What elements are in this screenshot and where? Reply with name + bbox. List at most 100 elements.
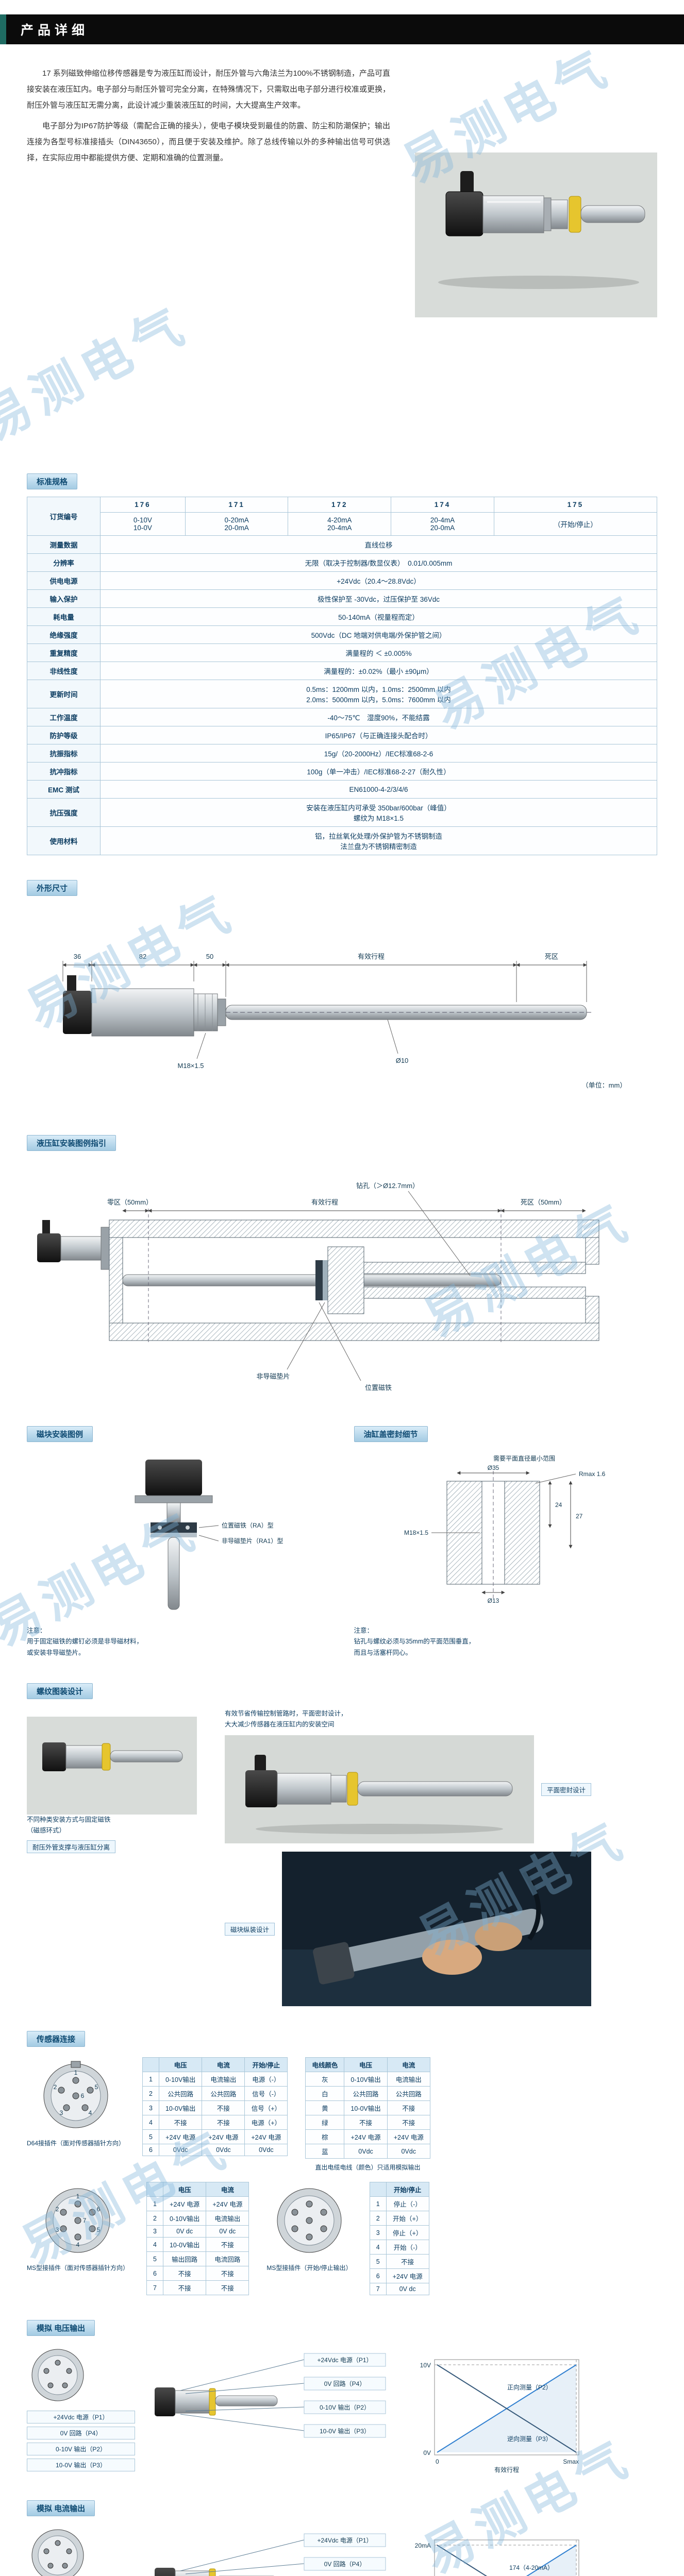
dimensions-section: 外形尺寸 36 82 50 (27, 880, 657, 1110)
pin-number: 4 (89, 2109, 92, 2116)
spec-row: 抗振指标 15g/（20-2000Hz）/IEC标准68-2-6 (27, 744, 657, 762)
dim-50: 50 (206, 953, 213, 960)
thread-section: 螺纹图装设计 不同种类安装方式与固定磁铁 （磁感环式） 耐压外管支撑与液压缸分离… (27, 1683, 657, 2007)
voltage-pinout: +24Vdc 电源（P1）0V 回路（P4）0-10V 输出（P2）10-0V … (27, 2344, 135, 2475)
pin-number: 2 (56, 2206, 59, 2213)
cable-color-block: 电线颜色 电压 电流 灰 0-10V输出 电流输出 (305, 2057, 430, 2172)
cap-dim-m18: M18×1.5 (404, 1529, 428, 1536)
cap-note: 注意： 钻孔与螺纹必须与35mm的平面范围垂直， 而且与活塞杆同心。 (354, 1627, 475, 1656)
spec-value-cell: +24Vdc（20.4～28.8Vdc） (100, 571, 657, 590)
pin-cell: 4 (142, 2115, 159, 2130)
wire-label: +24Vdc 电源（P1） (27, 2411, 135, 2424)
x-axis-label: 有效行程 (494, 2466, 519, 2473)
col-header: 电压 (344, 2057, 388, 2073)
spec-label-cell: 输入保护 (27, 589, 101, 608)
spec-label-cell: 耗电量 (27, 607, 101, 626)
voltage-cell: +24V 电源 (344, 2129, 388, 2145)
dim-rod: Ø10 (396, 1057, 409, 1064)
voltage-cell: 不接 (158, 2115, 203, 2130)
current-output-section: 模拟 电流输出 +24Vdc 电源（P1）0V 回路（P4）电流输出（P2）电流… (27, 2500, 657, 2576)
spec-label-cell: 重复精度 (27, 643, 101, 662)
pin-number: 3 (60, 2109, 63, 2116)
current-cell: 0V dc (206, 2225, 249, 2238)
connection-table-2: 电线颜色 电压 电流 灰 0-10V输出 电流输出 (305, 2057, 430, 2159)
spec-row: 工作温度 -40～75℃ 湿度90%，不能结露 (27, 708, 657, 726)
spec-label-cell: 工作温度 (27, 708, 101, 726)
cap-dim-rmax: Rmax 1.6 (579, 1470, 606, 1478)
table-row: 3 0V dc 0V dc (146, 2225, 249, 2238)
spec-models-signal-row: 0-10V 10-0V 0-20mA 20-0mA 4-20mA 20-4mA … (27, 512, 658, 536)
voltage-output-chart: 10V 0V 0 Smax 有效行程 正向测量（P2） 逆向测量（P3） (420, 2359, 579, 2473)
spec-value-cell: 500Vdc（DC 地端对供电端/外保护管之间） (100, 625, 657, 644)
spec-value-cell: 直线位移 (100, 535, 657, 554)
connection-table-3: 电压 电流 1 +24V 电源 +24V 电源 2 (146, 2182, 249, 2296)
thread-note-left: 不同种类安装方式与固定磁铁 （磁感环式） (27, 1816, 111, 1834)
table-row: 7 不接 不接 (146, 2280, 249, 2296)
intro-section: 17 系列磁致伸缩位移传感器是专为液压缸而设计，耐压外管与六角法兰为100%不锈… (27, 66, 657, 319)
spec-label-cell: EMC 测试 (27, 780, 101, 799)
model-code-cell: 175 (493, 497, 658, 513)
voltage-cell: 0-10V输出 (344, 2072, 388, 2087)
col-header: 电流 (206, 2182, 249, 2197)
dimensions-drawing: 36 82 50 有效行程 死区 M18×1.5 Ø10 （单位：mm） (62, 953, 627, 1089)
spec-row: 更新时间 0.5ms：1200mm 以内，1.0ms：2500mm 以内 2.0… (27, 680, 657, 708)
spec-label-cell: 使用材料 (27, 826, 101, 855)
spec-value-cell: 100g（单一冲击）/IEC标准68-2-27（耐久性） (100, 762, 657, 781)
table-row: 5 不接 (369, 2254, 429, 2269)
specs-section-tag: 标准规格 (27, 473, 78, 489)
y-axis-bottom: 0V (423, 2449, 431, 2456)
connector-d64: 1 2 3 4 5 6 D64接插件（面对传感器插针方向） (27, 2057, 125, 2147)
pin-cell: 7 (369, 2283, 387, 2296)
current-cell: 不接 (202, 2115, 245, 2130)
startstop-cell: 信号（+） (244, 2100, 288, 2116)
spec-label-cell: 绝缘强度 (27, 625, 101, 644)
cylinder-cap-detail: 油缸盖密封细节 需要平面直径最小范围 Ø35 M18×1.5 Ø13 24 27… (354, 1426, 658, 1658)
startstop-cell: +24V 电源 (244, 2129, 288, 2145)
cap-dim-d13: Ø13 (487, 1597, 499, 1604)
current-cell: +24V 电源 (387, 2129, 430, 2145)
voltage-section-tag: 模拟 电压输出 (27, 2320, 95, 2336)
table-row: 2 开始（+） (369, 2211, 429, 2226)
table-row: 5 输出回路 电流回路 (146, 2251, 249, 2267)
current-section-tag: 模拟 电流输出 (27, 2500, 95, 2517)
pin-cell: 2 (146, 2211, 163, 2226)
header-accent (0, 14, 6, 44)
table-row: 白 公共回路 公共回路 (305, 2086, 430, 2102)
connector-ms-2: MS型接插件（开始/停止输出） (266, 2182, 352, 2272)
col-header: 电线颜色 (305, 2057, 345, 2073)
pin-cell: 6 (142, 2144, 159, 2157)
table-row: 1 0-10V输出 电流输出 电源（-） (142, 2072, 288, 2087)
voltage-cell: 公共回路 (344, 2086, 388, 2102)
magnet-drawing: 位置磁铁（RA）型 非导磁垫片（RA1）型 (135, 1460, 283, 1610)
spec-value-cell: 满量程的 ＜ ±0.005% (100, 643, 657, 662)
spec-value-cell: 15g/（20-2000Hz）/IEC标准68-2-6 (100, 744, 657, 762)
model-signal-cell: 4-20mA 20-4mA (288, 512, 392, 536)
rising-line-label: 174（4-20mA） (509, 2564, 554, 2571)
wire-box-label: 0-10V 输出（P2） (320, 2403, 370, 2411)
spec-row: 输入保护 极性保护至 -30Vdc，过压保护至 36Vdc (27, 589, 657, 608)
dim-unit: （单位：mm） (582, 1081, 627, 1089)
wire-color-cell: 黄 (305, 2100, 345, 2116)
specs-section: 标准规格 订货编号 176 171 172 174 175 0-10V 10-0… (27, 473, 658, 855)
current-connector-face (31, 2529, 84, 2576)
current-pinout: +24Vdc 电源（P1）0V 回路（P4）电流输出（P2）电流回路（P3） (27, 2524, 135, 2576)
col-header: 电压 (162, 2182, 207, 2197)
wire-box-label: 0V 回路（P4） (324, 2380, 366, 2387)
spec-label-cell: 订货编号 (27, 497, 101, 536)
spec-row: 抗冲指标 100g（单一冲击）/IEC标准68-2-27（耐久性） (27, 762, 657, 781)
spec-value-cell: 50-140mA（视量程而定） (100, 607, 657, 626)
dim-82: 82 (139, 953, 146, 960)
table-row: 7 0V dc (369, 2283, 429, 2296)
pin-number: 6 (81, 2092, 85, 2099)
intro-text: 17 系列磁致伸缩位移传感器是专为液压缸而设计，耐压外管与六角法兰为100%不锈… (27, 66, 390, 319)
spec-label-cell: 更新时间 (27, 680, 101, 708)
col-header: 电流 (202, 2057, 245, 2073)
current-cell: 电流输出 (206, 2211, 249, 2226)
pin-number: 2 (54, 2083, 57, 2091)
model-signal-cell: 0-20mA 20-0mA (185, 512, 289, 536)
thread-small-photo (27, 1716, 197, 1815)
connector-d64-face: 1 2 3 4 5 6 (43, 2061, 108, 2128)
pin-cell: 7 (146, 2280, 163, 2296)
current-cell: 不接 (206, 2266, 249, 2281)
startstop-cell: 信号（-） (244, 2086, 288, 2102)
